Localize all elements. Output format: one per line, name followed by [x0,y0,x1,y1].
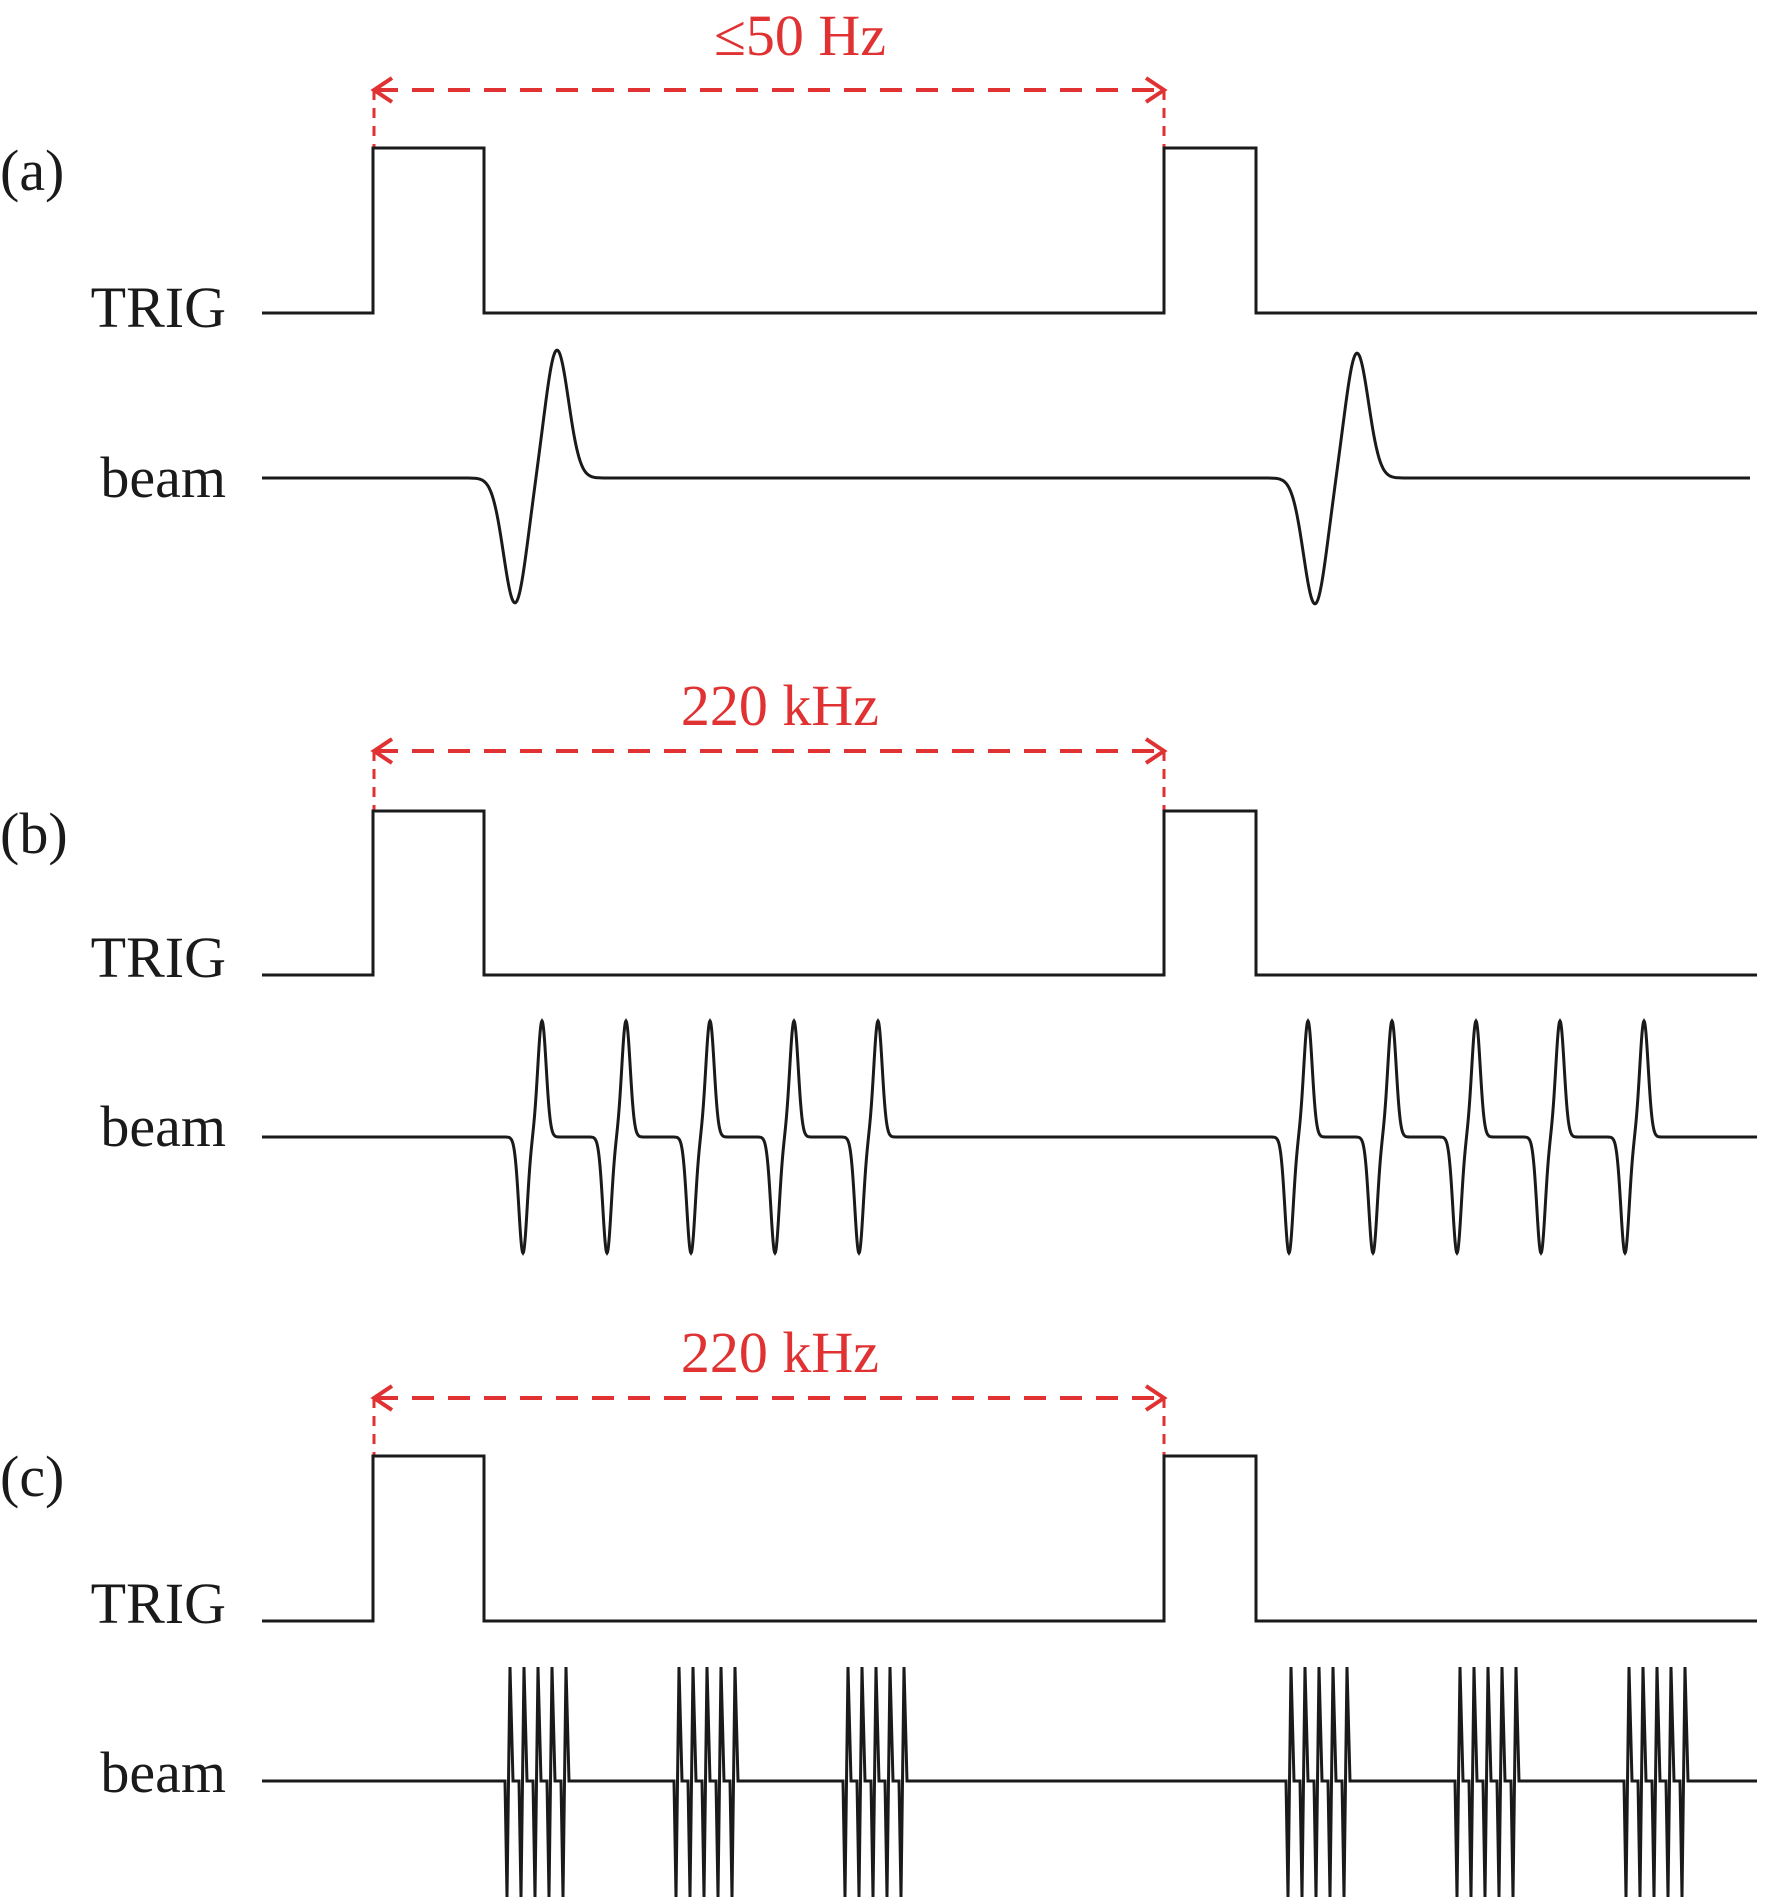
panel-b-beam-label: beam [100,1094,226,1159]
panel-c-beam-label: beam [100,1740,226,1805]
panel-b-trig-label: TRIG [91,925,226,990]
panel-a-trig-waveform [262,146,1757,315]
panel-b: 220 kHz (b) TRIG beam [0,673,1757,1256]
panel-b-trig-waveform [262,809,1757,977]
panel-b-label: (b) [0,801,68,866]
panel-a-beam-waveform [262,348,1750,606]
panel-b-beam-waveform [262,1018,1757,1256]
panel-a-period-arrow [370,76,1168,148]
panel-c: 220 kHz (c) TRIG beam [0,1320,1757,1898]
panel-c-label: (c) [0,1444,64,1509]
panel-a-label: (a) [0,138,64,203]
panel-a-trig-label: TRIG [91,275,226,340]
panel-c-beam-waveform [262,1666,1757,1898]
panel-a-beam-label: beam [100,445,226,510]
panel-c-frequency-label: 220 kHz [681,1320,879,1385]
panel-c-period-arrow [370,1384,1168,1456]
panel-c-trig-waveform [262,1454,1757,1623]
panel-a-frequency-label: ≤50 Hz [714,3,886,68]
panel-b-frequency-label: 220 kHz [681,673,879,738]
panel-b-period-arrow [370,737,1168,811]
panel-c-trig-label: TRIG [91,1571,226,1636]
panel-a: ≤50 Hz (a) TRIG beam [0,3,1757,606]
